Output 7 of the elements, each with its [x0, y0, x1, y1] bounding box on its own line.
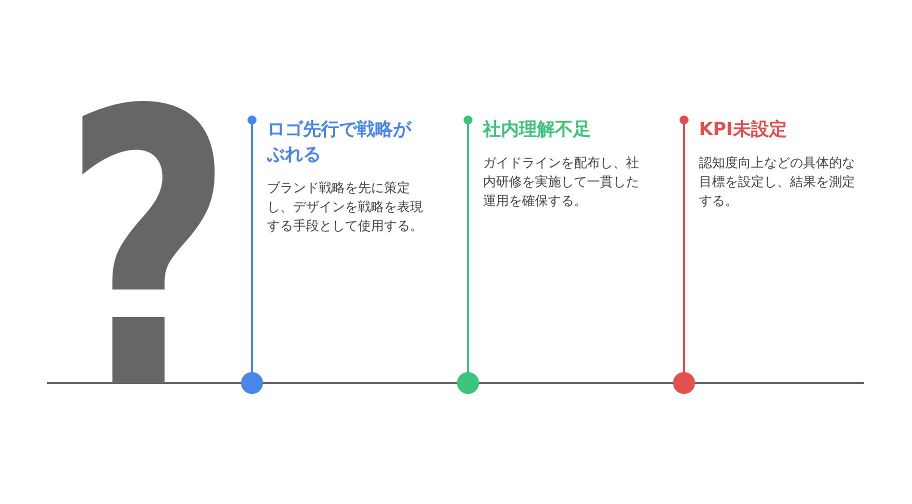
item-description: ブランド戦略を先に策定し、デザインを戦略を表現する手段として使用する。: [267, 180, 424, 236]
item-heading: 社内理解不足: [483, 118, 592, 142]
item-description: ガイドラインを配布し、社内研修を実施して一貫した運用を確保する。: [483, 155, 640, 211]
item-heading: ロゴ先行で戦略がぶれる: [267, 118, 413, 167]
item-heading: KPI未設定: [699, 118, 788, 142]
question-mark: ?: [62, 62, 218, 442]
item-description: 認知度向上などの具体的な目標を設定し、結果を測定する。: [699, 155, 856, 211]
